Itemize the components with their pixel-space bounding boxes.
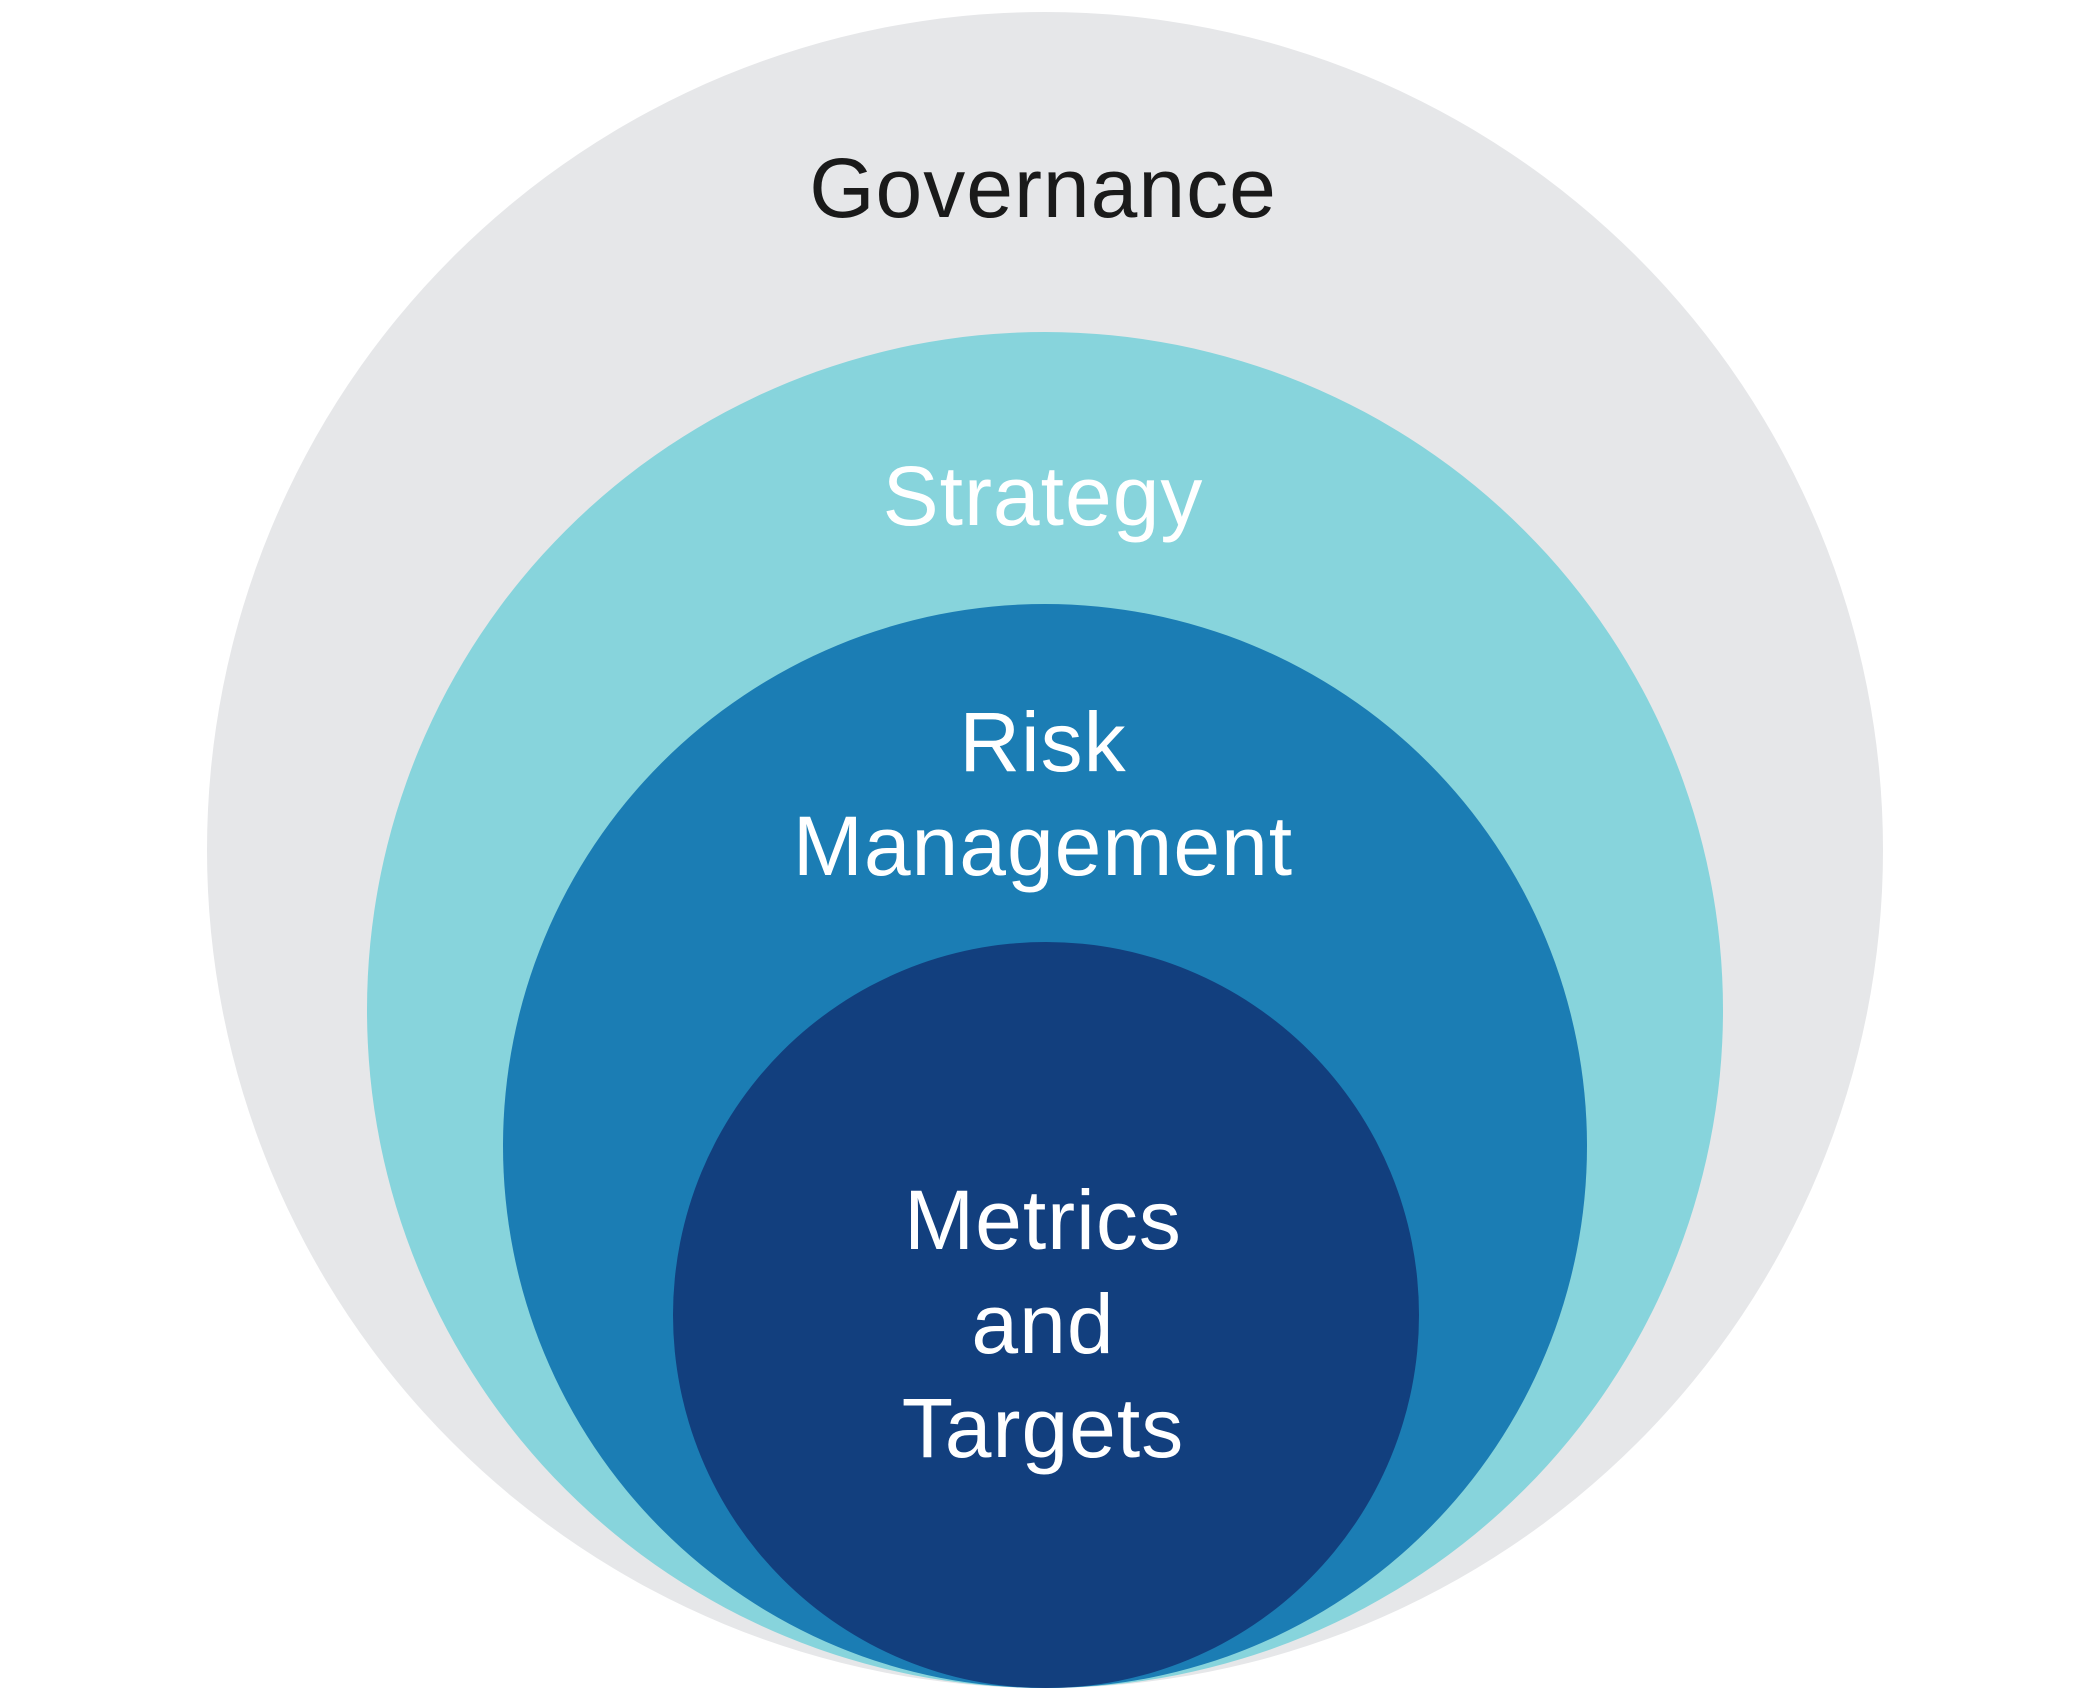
risk-management-label: Risk Management — [792, 695, 1294, 893]
metrics-and-targets-circle — [673, 942, 1419, 1688]
strategy-label: Strategy — [882, 449, 1204, 543]
metrics-and-targets-label: Metrics and Targets — [901, 1173, 1185, 1475]
governance-label: Governance — [809, 141, 1277, 235]
